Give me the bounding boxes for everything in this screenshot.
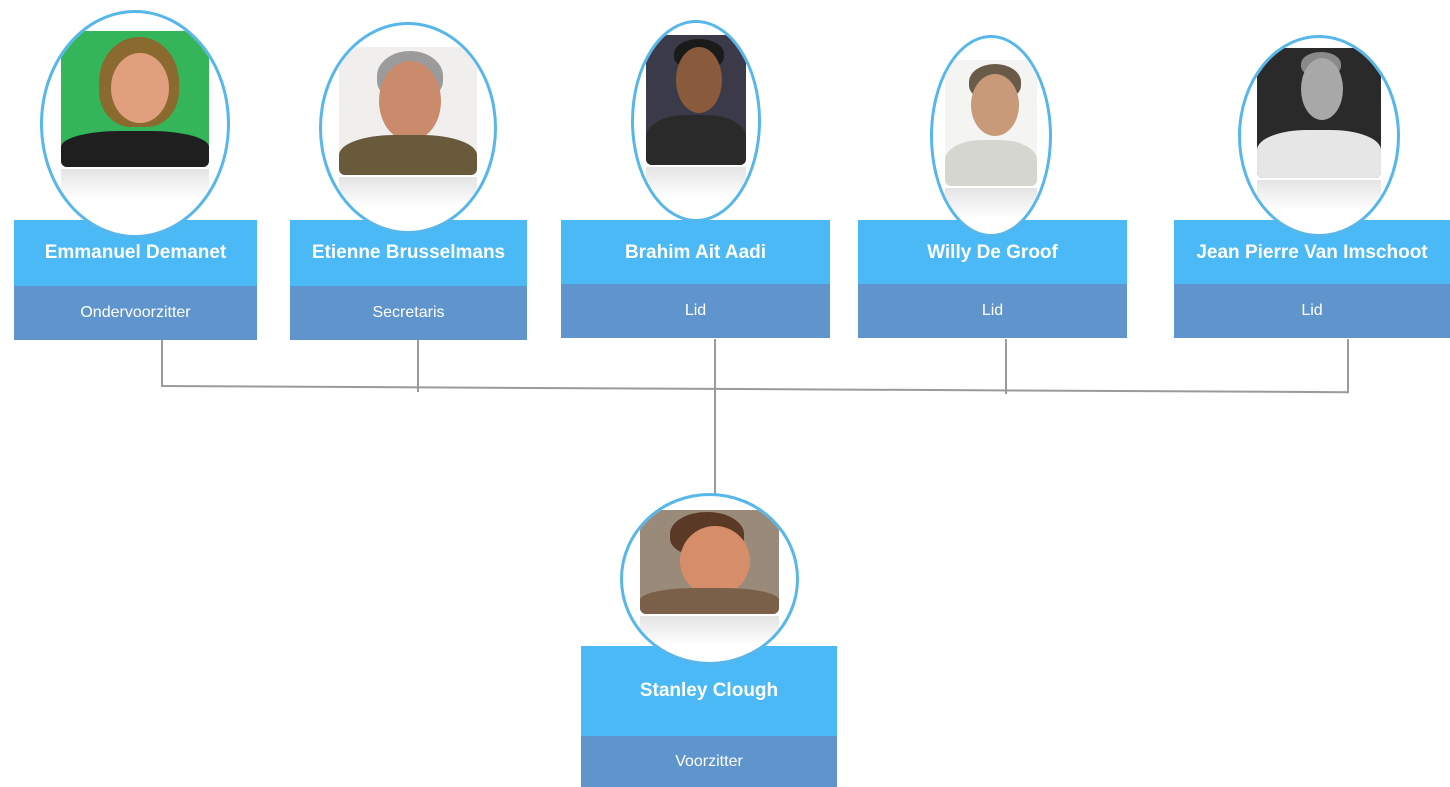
member-photo-4 (930, 35, 1052, 237)
connector-drop-1 (161, 339, 163, 386)
member-name: Jean Pierre Van Imschoot (1174, 220, 1450, 286)
connector-drop-2 (417, 339, 419, 392)
member-card-2: Etienne Brusselmans Secretaris (290, 220, 527, 340)
member-name: Willy De Groof (858, 220, 1127, 286)
chair-role: Voorzitter (581, 736, 837, 787)
member-role: Ondervoorzitter (14, 286, 257, 340)
member-photo-2 (319, 22, 497, 234)
connector-trunk (714, 339, 716, 494)
connector-drop-4 (1005, 339, 1007, 394)
chair-photo (620, 493, 799, 665)
member-name: Brahim Ait Aadi (561, 220, 830, 286)
member-photo-5 (1238, 35, 1400, 237)
member-role: Lid (858, 284, 1127, 338)
member-photo-3 (631, 20, 761, 222)
connector-horizontal (160, 385, 1349, 394)
member-card-3: Brahim Ait Aadi Lid (561, 220, 830, 339)
member-photo-1 (40, 10, 230, 238)
chair-card: Stanley Clough Voorzitter (581, 646, 837, 787)
member-role: Secretaris (290, 286, 527, 340)
member-name: Etienne Brusselmans (290, 220, 527, 286)
member-card-5: Jean Pierre Van Imschoot Lid (1174, 220, 1450, 339)
connector-drop-5 (1347, 339, 1349, 393)
member-card-4: Willy De Groof Lid (858, 220, 1127, 339)
member-role: Lid (561, 284, 830, 338)
member-role: Lid (1174, 284, 1450, 338)
